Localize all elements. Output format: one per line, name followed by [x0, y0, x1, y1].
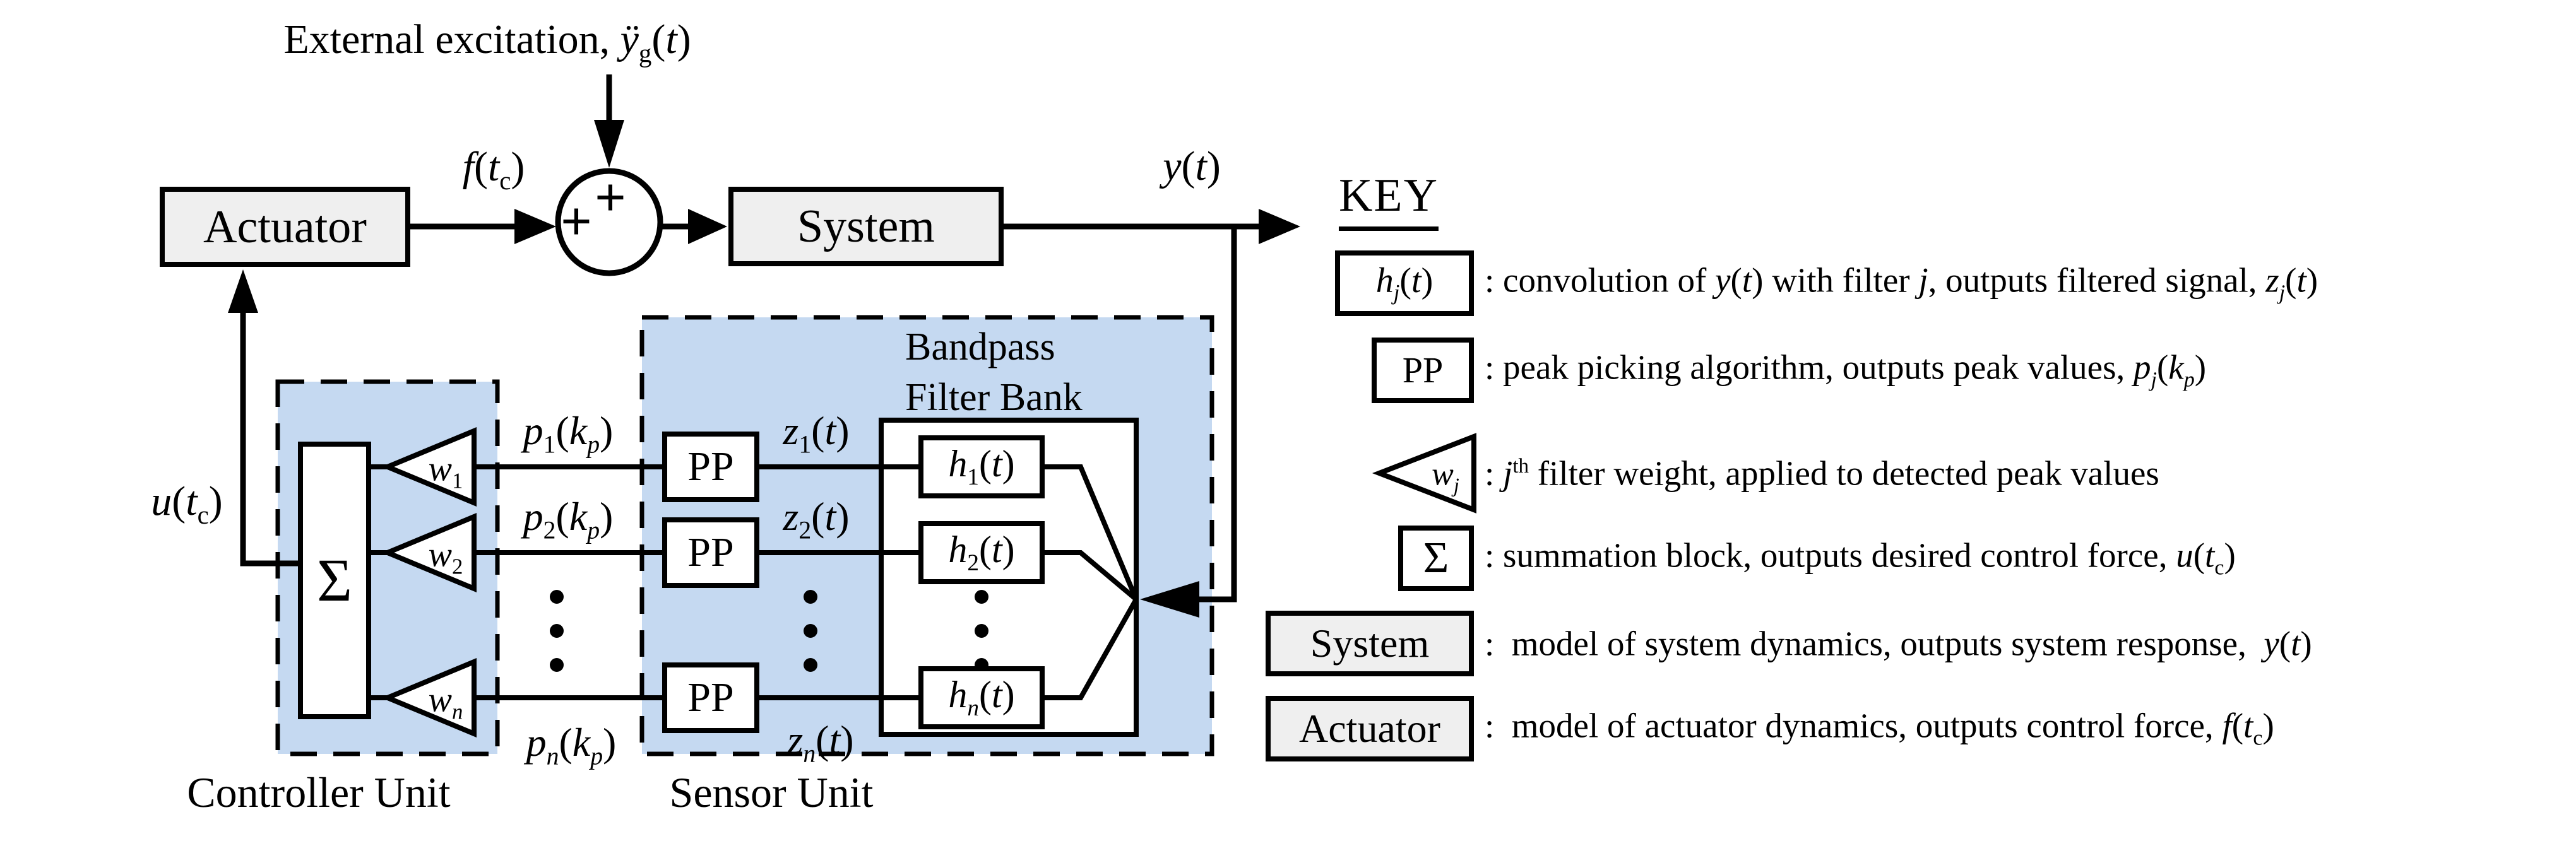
hn-label: hn(t) [948, 673, 1015, 721]
pp-block-n: PP [662, 662, 759, 733]
key-desc-weight: : jth filter weight, applied to detected… [1485, 454, 2159, 493]
key-desc-sigma: : summation block, outputs desired contr… [1485, 536, 2236, 580]
output-arrowhead-icon [1259, 209, 1300, 244]
sensor-unit-label: Sensor Unit [669, 768, 874, 816]
bank-label-line1: Bandpass [905, 326, 1055, 368]
pp1-label: PP [687, 444, 734, 490]
key-system-label: System [1310, 621, 1430, 666]
key-symbol-actuator: Actuator [1266, 696, 1474, 761]
summing-junction [555, 168, 663, 276]
u-signal-label: u(tc) [151, 478, 223, 530]
feedback-line [1198, 226, 1237, 602]
pn-signal-label: pn(kp) [526, 719, 617, 770]
wn-label: wn [428, 680, 463, 724]
z2-signal-label: z2(t) [783, 493, 850, 544]
key-weight-label: wj [1432, 456, 1459, 497]
h2-label: h2(t) [948, 528, 1015, 576]
y-signal-label: y(t) [1163, 143, 1221, 189]
h1-label: h1(t) [948, 442, 1015, 490]
w2-label: w2 [428, 535, 463, 579]
fan-line-1 [1045, 464, 1139, 601]
filter-block-1: h1(t) [918, 435, 1045, 498]
key-filter-label: hj(t) [1375, 261, 1433, 305]
key-symbol-sigma: Σ [1398, 526, 1474, 591]
plus-top-sign: + [594, 167, 627, 228]
key-heading: KEY [1338, 170, 1439, 231]
bank-label-line2: Filter Bank [905, 376, 1083, 419]
controller-unit-label: Controller Unit [187, 768, 451, 816]
pp2-label: PP [687, 529, 734, 575]
actuator-label: Actuator [203, 201, 367, 253]
figure-title: External excitation, ÿg(t) [283, 16, 691, 68]
key-actuator-label: Actuator [1299, 706, 1440, 751]
p2-signal-label: p2(kp) [523, 493, 614, 544]
f-signal-label: f(tc) [462, 143, 525, 196]
weight-triangle-1 [381, 427, 477, 507]
key-symbol-system: System [1266, 611, 1474, 676]
pp-block-1: PP [662, 432, 759, 502]
controller-ellipsis-icon [550, 590, 564, 672]
key-heading-text: KEY [1338, 170, 1439, 231]
w1-label: w1 [428, 449, 463, 493]
fan-line-n [1045, 598, 1139, 700]
weight-triangle-n [381, 658, 477, 738]
feedback-arrowhead-icon [1140, 581, 1199, 618]
actuator-arrowhead-icon [514, 209, 556, 244]
key-desc-pp: : peak picking algorithm, outputs peak v… [1485, 348, 2207, 392]
system-arrowhead-icon [688, 209, 727, 244]
p1-signal-label: p1(kp) [523, 408, 614, 459]
ppn-label: PP [687, 674, 734, 720]
system-block: System [728, 187, 1004, 266]
pp-block-2: PP [662, 517, 759, 588]
sensor-ellipsis-icon [804, 590, 817, 672]
key-pp-label: PP [1402, 350, 1444, 391]
key-desc-actuator: : model of actuator dynamics, outputs co… [1485, 706, 2274, 750]
filter-block-2: h2(t) [918, 521, 1045, 584]
key-desc-system: : model of system dynamics, outputs syst… [1485, 624, 2312, 663]
key-weight-triangle [1372, 433, 1476, 514]
key-desc-filter: : convolution of y(t) with filter j, out… [1485, 261, 2318, 305]
weight-triangle-2 [381, 513, 477, 592]
z1-signal-label: z1(t) [783, 408, 850, 459]
summation-label: Σ [317, 546, 352, 614]
excitation-arrowhead-icon [594, 120, 624, 168]
actuator-block: Actuator [160, 187, 410, 267]
plus-left-sign: + [560, 191, 593, 252]
summation-block: Σ [298, 442, 371, 719]
filter-block-n: hn(t) [918, 666, 1045, 729]
key-symbol-filter: hj(t) [1335, 250, 1474, 316]
key-symbol-pp: PP [1372, 338, 1474, 403]
fan-line-2 [1045, 550, 1138, 602]
system-label: System [797, 201, 935, 252]
control-arrowhead-icon [228, 269, 258, 313]
zn-signal-label: zn(t) [787, 717, 854, 768]
control-force-line [240, 312, 298, 567]
key-sigma-label: Σ [1423, 534, 1449, 582]
